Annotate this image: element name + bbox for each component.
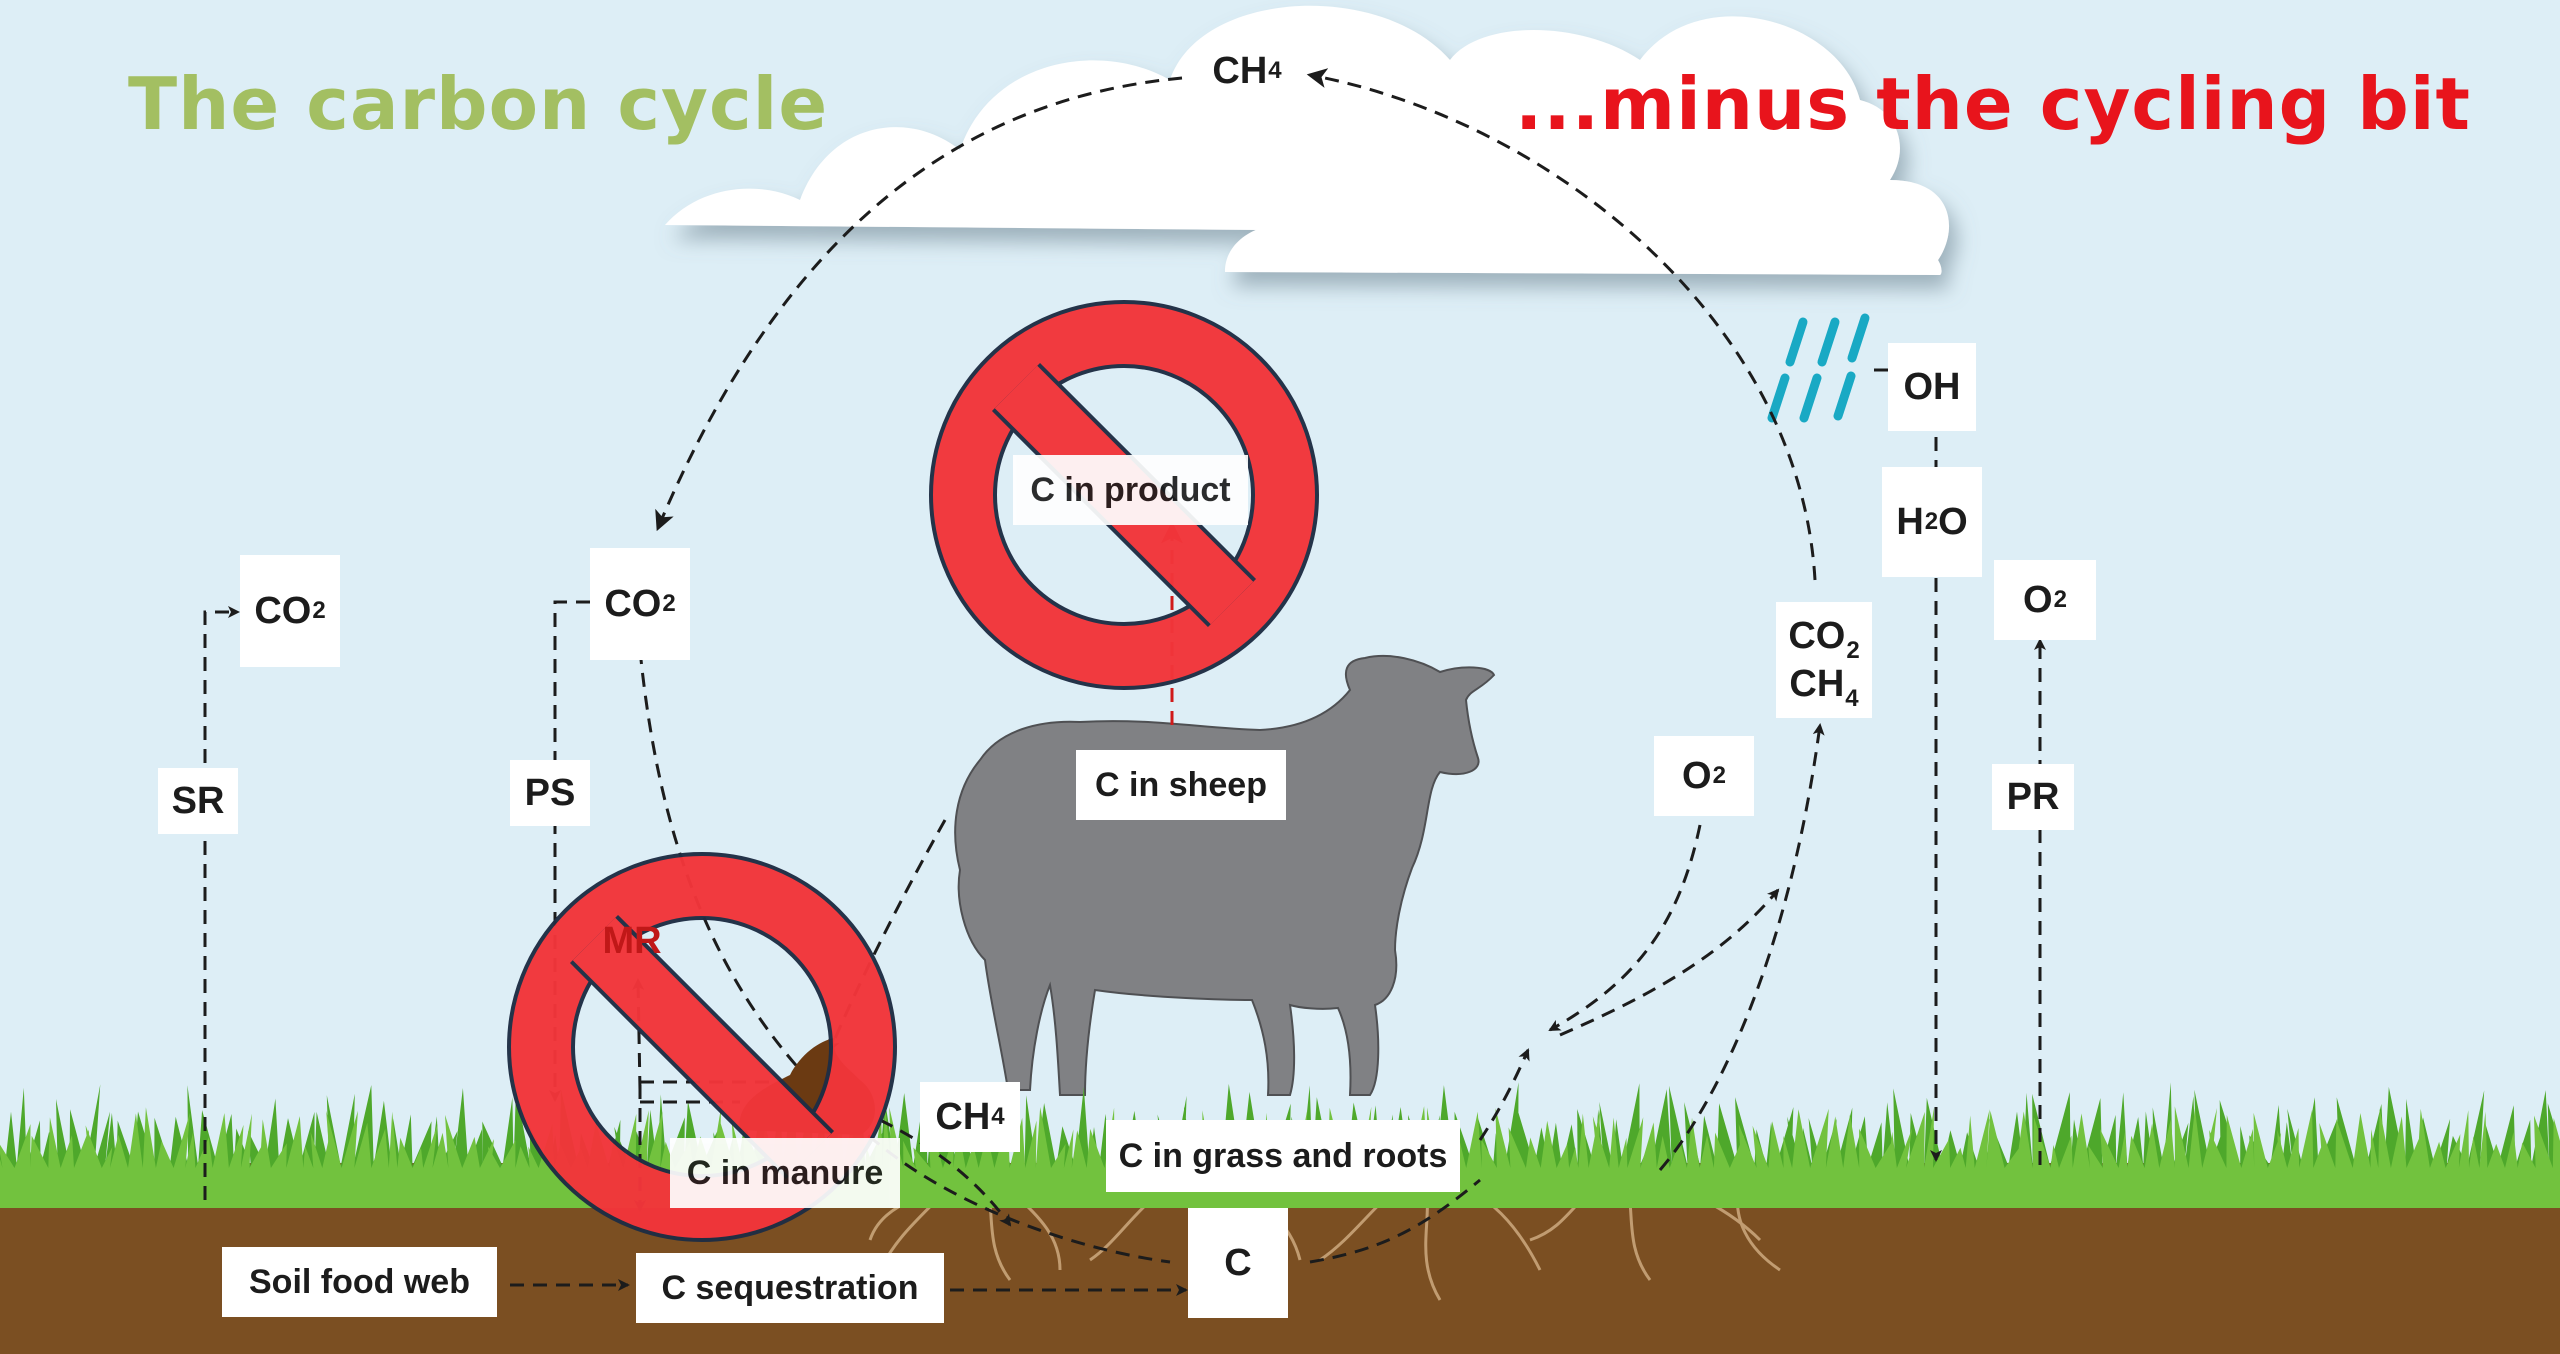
label-oh: OH [1888, 343, 1976, 431]
label-c-in-product: C in product [1013, 455, 1248, 525]
label-c-in-sheep: C in sheep [1076, 750, 1286, 820]
label-sr: SR [158, 768, 238, 834]
label-c-in-grass-and-roots: C in grass and roots [1106, 1120, 1460, 1192]
label-c: C [1188, 1208, 1288, 1318]
sheep-icon [954, 654, 1496, 1096]
label-pr: PR [1992, 764, 2074, 830]
prohibition-icon [507, 852, 897, 1242]
page-title: The carbon cycle [128, 62, 829, 146]
cloud-icon [665, 5, 1950, 275]
rain-icon [1767, 313, 1870, 423]
label-ps: PS [510, 760, 590, 826]
label-soil-food-web: Soil food web [222, 1247, 497, 1317]
page-subtitle: ...minus the cycling bit [1515, 62, 2471, 146]
label-c-sequestration: C sequestration [636, 1253, 944, 1323]
label-co2-ch4: CO2 CH4 [1776, 602, 1872, 718]
label-mr: MR [602, 919, 662, 962]
label-c-in-manure: C in manure [670, 1138, 900, 1208]
